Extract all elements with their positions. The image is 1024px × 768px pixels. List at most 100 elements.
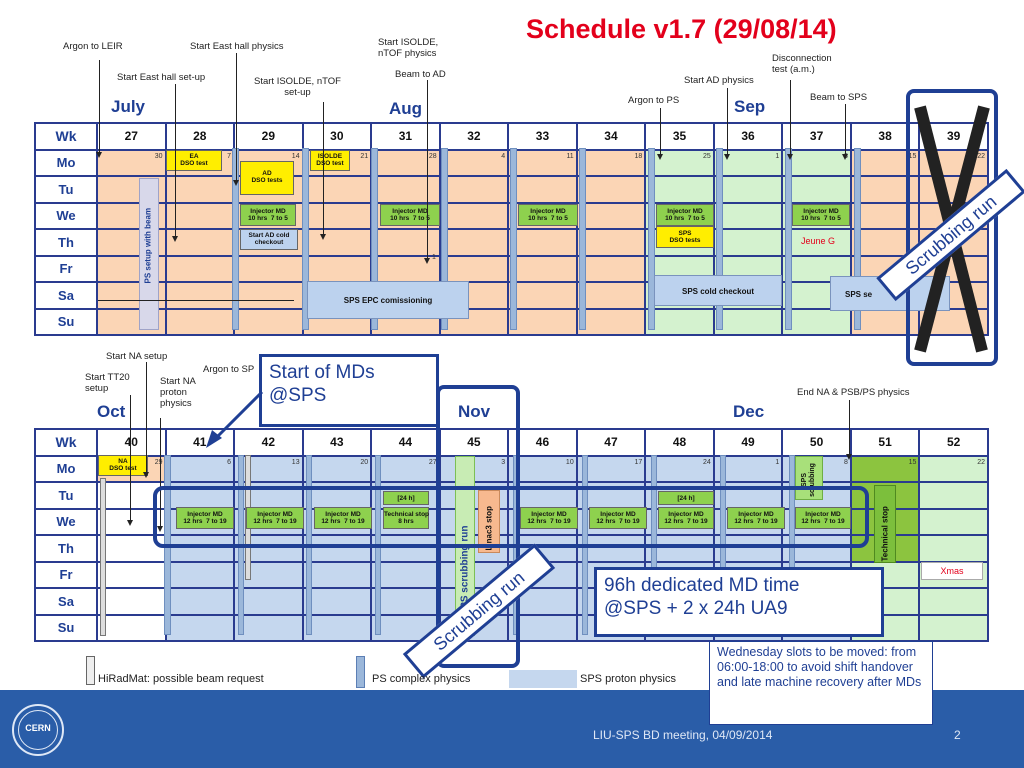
cell xyxy=(644,307,715,336)
week-44: 44 xyxy=(370,428,441,457)
cell xyxy=(370,587,441,616)
annotation-start-na-proton: Start NA proton physics xyxy=(160,376,196,409)
cell xyxy=(507,175,578,204)
arrow-head xyxy=(320,234,326,240)
scrubbing-run-frame-top xyxy=(906,89,998,366)
date-label: 24 xyxy=(702,458,711,466)
date-label: 13 xyxy=(291,458,300,466)
scrubbing-run-frame-bottom xyxy=(436,385,520,668)
cell xyxy=(370,228,441,257)
date-label: 17 xyxy=(634,458,643,466)
cell xyxy=(164,534,236,563)
arrow-line xyxy=(146,362,147,472)
wk-label: Wk xyxy=(34,428,98,457)
week-42: 42 xyxy=(233,428,304,457)
week-52: 52 xyxy=(918,428,989,457)
cell: 1 xyxy=(712,148,784,177)
injector-md-box-41: Injector MD 12 hrs 7 to 19 xyxy=(176,507,234,529)
ps-physics-strip xyxy=(302,148,309,330)
day-label-we: We xyxy=(34,507,98,536)
cell xyxy=(507,228,578,257)
injector-md-box-33: Injector MD 10 hrs 7 to 5 xyxy=(518,204,578,226)
ps-complex-legend-label: PS complex physics xyxy=(372,673,471,685)
ad-cold-checkout-box: Start AD cold checkout xyxy=(240,229,298,250)
annotation-end-na: End NA & PSB/PS physics xyxy=(797,387,910,398)
arrow-line xyxy=(660,108,661,154)
cell xyxy=(712,228,784,257)
date-label: 1 xyxy=(775,458,780,466)
xmas-box: Xmas xyxy=(921,562,983,580)
cell xyxy=(712,307,784,336)
day-label-mo: Mo xyxy=(34,454,98,483)
arrow-line xyxy=(130,395,131,520)
cell xyxy=(918,481,989,510)
arrow-head xyxy=(96,152,102,158)
cell xyxy=(438,175,510,204)
arrow-line xyxy=(175,84,176,236)
date-label: 3 xyxy=(501,458,506,466)
arrow-head xyxy=(143,472,149,478)
date-label: 8 xyxy=(843,458,848,466)
week-32: 32 xyxy=(438,122,510,151)
cell xyxy=(781,175,852,204)
sps-dso-tests-box: SPS DSO tests xyxy=(656,226,714,248)
cern-logo-icon: CERN xyxy=(12,704,64,756)
linac3-stop-bar xyxy=(478,490,500,553)
cell xyxy=(301,560,373,589)
ps-physics-strip xyxy=(854,148,861,330)
date-label: 22 xyxy=(977,458,985,466)
annotation-start-ad-physics: Start AD physics xyxy=(684,75,754,86)
month-aug: Aug xyxy=(389,99,423,118)
cell xyxy=(575,228,647,257)
ps-physics-strip xyxy=(441,148,448,330)
day-label-su: Su xyxy=(34,613,98,642)
cell xyxy=(233,281,304,310)
cell xyxy=(918,507,989,536)
date-label: 15 xyxy=(908,458,917,466)
day-label-fr: Fr xyxy=(34,254,98,283)
md-slots-frame xyxy=(153,486,869,548)
cell xyxy=(781,307,852,336)
jeune-genevois-label: Jeune G xyxy=(801,236,836,246)
month-july: July xyxy=(111,97,146,116)
cell xyxy=(164,175,236,204)
cell xyxy=(301,201,373,230)
schedule-grid-bottom: Wk 40 41 42 43 44 45 46 47 48 49 50 51 5… xyxy=(34,428,989,642)
cell xyxy=(507,254,578,283)
annotation-beam-to-ad: Beam to AD xyxy=(395,69,446,80)
annotation-beam-to-sps: Beam to SPS xyxy=(810,92,868,103)
ps-physics-strip xyxy=(648,148,655,330)
cell xyxy=(575,175,647,204)
injector-md-box-29: Injector MD 10 hrs 7 to 5 xyxy=(240,204,296,226)
cell xyxy=(301,613,373,642)
week-48: 48 xyxy=(644,428,715,457)
cell xyxy=(370,560,441,589)
week-35: 35 xyxy=(644,122,715,151)
cell xyxy=(712,175,784,204)
week-50: 50 xyxy=(781,428,852,457)
day-label-th: Th xyxy=(34,534,98,563)
week-27: 27 xyxy=(96,122,167,151)
injector-md-box-49: Injector MD 12 hrs 7 to 19 xyxy=(727,507,785,529)
month-sep: Sep xyxy=(734,97,766,116)
arrow-head xyxy=(787,154,793,160)
ps-physics-strip xyxy=(785,148,792,330)
annotation-start-tt20: Start TT20 setup xyxy=(85,372,130,394)
date-label: 1 xyxy=(775,152,780,160)
cell: 24 xyxy=(644,454,715,483)
day-label-tu: Tu xyxy=(34,481,98,510)
cell xyxy=(164,281,236,310)
cell xyxy=(918,587,989,616)
annotation-argon-to-ps: Argon to PS xyxy=(628,95,680,106)
cell xyxy=(301,228,373,257)
arrow-line xyxy=(160,418,161,526)
arrow-line xyxy=(99,60,100,152)
sps-scrubbing-box-50 xyxy=(795,456,823,500)
cell xyxy=(575,254,647,283)
ps-setup-bar xyxy=(139,178,159,330)
ua9-24h-box-44: [24 h] xyxy=(383,491,429,505)
annotation-argon-sps: Argon to SP xyxy=(203,364,255,375)
cell xyxy=(96,560,167,589)
week-31: 31 xyxy=(370,122,441,151)
sps-cold-checkout-box: SPS cold checkout xyxy=(654,275,782,306)
